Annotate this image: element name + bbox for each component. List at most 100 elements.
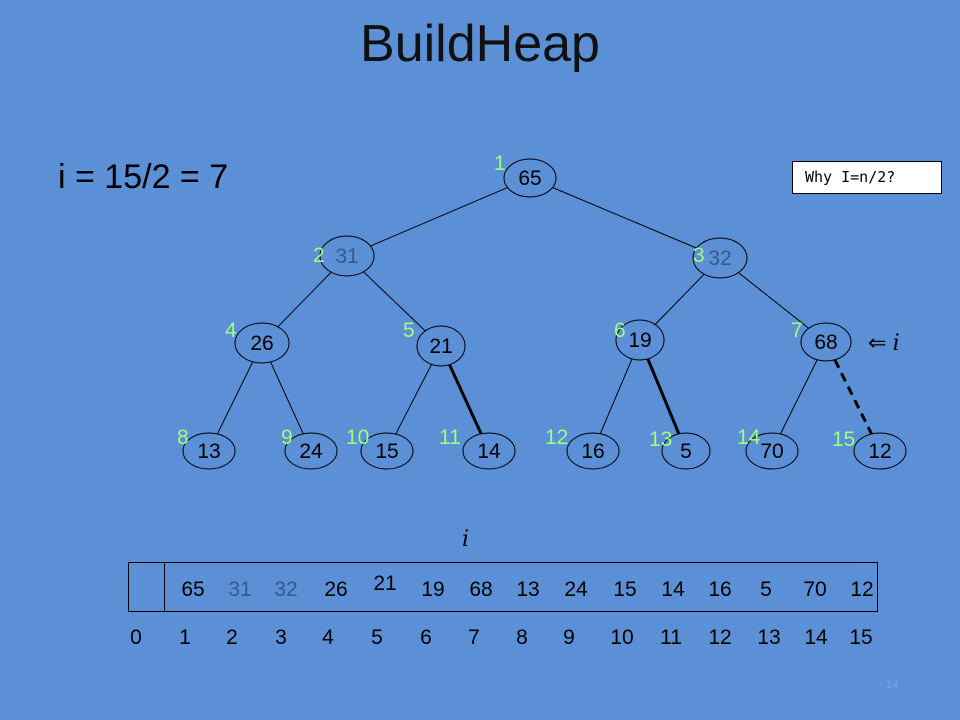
tree-node-circle	[853, 432, 907, 470]
tree-node-value: 70	[760, 440, 783, 463]
slide-title: BuildHeap	[360, 15, 600, 73]
tree-edge-7-15	[833, 359, 873, 435]
tree-edge-2-5	[363, 271, 426, 332]
array-index-5: 5	[371, 626, 383, 649]
tree-node-circle	[234, 322, 290, 364]
tree-node-circle	[319, 235, 375, 277]
tree-node-7: 68 7	[791, 319, 852, 362]
tree-node-value: 21	[429, 335, 452, 358]
left-arrow-icon: ⇐	[868, 330, 887, 355]
tree-node-1: 65 1	[494, 152, 557, 198]
tree-node-index: 10	[346, 426, 369, 449]
note-box: Why I=n/2?	[792, 161, 942, 194]
tree-node-value: 5	[680, 440, 692, 463]
array-value-6: 19	[421, 578, 445, 601]
heap-array	[128, 562, 878, 612]
tree-edge-1-3	[552, 187, 697, 249]
tree-node-value: 68	[814, 331, 837, 354]
tree-node-index: 5	[403, 319, 415, 342]
tree-node-circle	[360, 432, 414, 470]
tree-node-circle	[661, 432, 711, 470]
tree-node-index: 6	[614, 319, 626, 342]
array-index-0: 0	[130, 626, 142, 649]
array-index-3: 3	[275, 626, 287, 649]
tree-node-index: 1	[494, 152, 506, 175]
tree-node-value: 13	[197, 440, 220, 463]
tree-node-index: 2	[313, 244, 325, 267]
tree-edge-5-11	[448, 364, 483, 435]
array-value-14: 70	[803, 578, 827, 601]
tree-node-value: 16	[581, 440, 604, 463]
tree-edge-4-9	[270, 361, 304, 435]
formula-text: i = 15/2 = 7	[58, 158, 229, 196]
tree-node-circle	[503, 158, 557, 198]
tree-edge-3-6	[654, 273, 705, 325]
tree-node-value: 32	[708, 247, 731, 270]
array-index-11: 11	[660, 626, 682, 649]
tree-node-6: 196	[614, 319, 665, 361]
array-value-12: 16	[708, 578, 732, 601]
tree-node-8: 13 8	[177, 426, 236, 470]
array-index-6: 6	[420, 626, 432, 649]
array-index-7: 7	[468, 626, 480, 649]
tree-node-index: 15	[832, 428, 855, 451]
array-index-8: 8	[516, 626, 528, 649]
tree-node-index: 12	[545, 426, 568, 449]
array-value-2: 31	[228, 578, 252, 601]
tree-node-circle	[615, 319, 665, 361]
tree-node-circle	[462, 432, 516, 470]
tree-node-index: 11	[439, 426, 461, 449]
array-pointer-label: i	[462, 527, 470, 552]
array-value-10: 15	[613, 578, 637, 601]
tree-node-11: 14 11	[439, 426, 516, 470]
tree-node-index: 13	[649, 428, 672, 451]
array-value-3: 32	[274, 578, 298, 601]
tree-node-index: 3	[693, 244, 705, 267]
array-value-15: 12	[850, 578, 874, 601]
tree-edge-7-14	[779, 359, 818, 435]
tree-node-index: 7	[791, 319, 803, 342]
array-index-10: 10	[610, 626, 634, 649]
tree-edge-5-10	[395, 364, 432, 435]
array-index-14: 14	[804, 626, 828, 649]
array-cell-0	[128, 562, 165, 612]
array-value-7: 68	[469, 578, 493, 601]
tree-edge-4-8	[216, 361, 254, 435]
tree-node-index: 8	[177, 426, 189, 449]
tree-node-value: 14	[477, 440, 501, 463]
tree-node-value: 19	[628, 329, 651, 352]
tree-node-index: 9	[281, 426, 293, 449]
tree-node-index: 4	[225, 319, 237, 342]
tree-node-5: 21 5	[403, 319, 466, 367]
tree-node-circle	[800, 322, 852, 362]
array-value-13: 5	[760, 578, 772, 601]
slide-number: 14	[886, 679, 899, 691]
tree-node-3: 323	[692, 237, 748, 279]
tree-edge-3-7	[738, 272, 810, 329]
array-value-4: 26	[324, 578, 348, 601]
tree-node-value: 26	[250, 332, 273, 355]
tree-edge-6-13	[646, 358, 681, 435]
tree-node-9: 24 9	[281, 426, 338, 470]
tree-node-value: 31	[335, 245, 358, 268]
array-value-5: 21	[373, 572, 397, 595]
tree-node-value: 12	[868, 440, 891, 463]
tree-node-circle	[182, 432, 236, 470]
tree-node-index: 14	[737, 426, 761, 449]
array-index-9: 9	[563, 626, 575, 649]
tree-node-value: 24	[299, 440, 323, 463]
tree-edge-1-2	[370, 187, 508, 247]
array-index-1: 1	[179, 626, 191, 649]
array-index-15: 15	[849, 626, 873, 649]
tree-node-13: 5 13	[649, 428, 711, 470]
array-value-11: 14	[661, 578, 685, 601]
array-value-8: 13	[516, 578, 540, 601]
tree-edge-2-4	[277, 271, 332, 328]
tree-node-value: 65	[518, 167, 541, 190]
array-index-2: 2	[226, 626, 238, 649]
